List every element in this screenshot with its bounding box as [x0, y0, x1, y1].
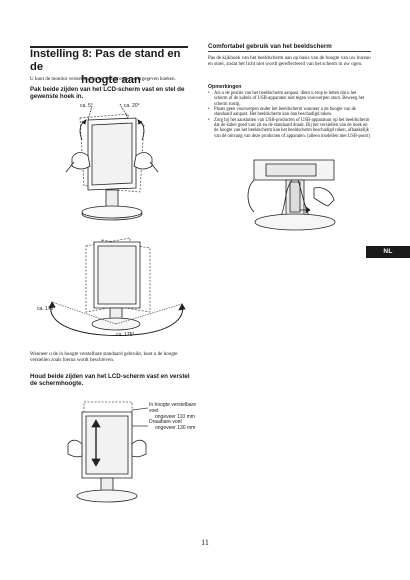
tilt-front-label: ca. 5°	[80, 103, 93, 109]
language-tab: NL	[366, 246, 410, 258]
intro-paragraph: U kunt de monitor verstellen binnen de h…	[30, 76, 176, 82]
swivel-illustration	[32, 232, 192, 344]
title-rule	[30, 46, 188, 48]
notes-list: Als u de positie van het beeldscherm aan…	[208, 91, 371, 139]
height-label-line3: ongeveer 110 mm	[155, 413, 195, 420]
notes-heading: Opmerkingen	[208, 84, 242, 90]
note-item: Als u de positie van het beeldscherm aan…	[208, 91, 371, 107]
tilt-back-label: ca. 20°	[124, 103, 140, 109]
page-title-line1: Instelling 8: Pas de stand en de	[30, 48, 181, 73]
comfort-paragraph: Pas de kijkhoek van het beeldscherm aan …	[208, 55, 371, 68]
note-item: Plaats geen voorwerpen onder het beeldsc…	[208, 107, 371, 118]
height-label-block: In hoogte verstelbare voet ongeveer 110 …	[149, 402, 209, 432]
height-label-line5: ongeveer 130 mm	[155, 425, 196, 432]
height-illustration	[64, 396, 154, 506]
page-title: Instelling 8: Pas de stand en de hoogte …	[30, 48, 192, 87]
page-number: 11	[201, 538, 209, 547]
note-item: Zorg bij het aansluiten van USB-producte…	[208, 118, 371, 139]
height-label-line2: voet	[149, 407, 159, 414]
step2-heading: Houd beide zijden van het LCD-scherm vas…	[30, 373, 190, 388]
swivel-left-label: ca. 175°	[37, 306, 56, 312]
height-label-line1: In hoogte verstelbare	[149, 402, 196, 408]
height-intro-paragraph: Wanneer u de in hoogte verstelbare stand…	[30, 351, 178, 364]
monitor-back-illustration	[240, 158, 350, 234]
height-label-line4: Draaibare voet	[149, 419, 182, 426]
comfort-heading-rule	[208, 51, 371, 52]
comfort-heading: Comfortabel gebruik van het beeldscherm	[208, 43, 332, 50]
step1-heading: Pak beide zijden van het LCD-scherm vast…	[30, 86, 185, 101]
swivel-bottom-label: ca. 175°	[116, 332, 135, 338]
page-title-line2: hoogte aan	[81, 74, 141, 86]
tilt-illustration	[58, 100, 168, 228]
